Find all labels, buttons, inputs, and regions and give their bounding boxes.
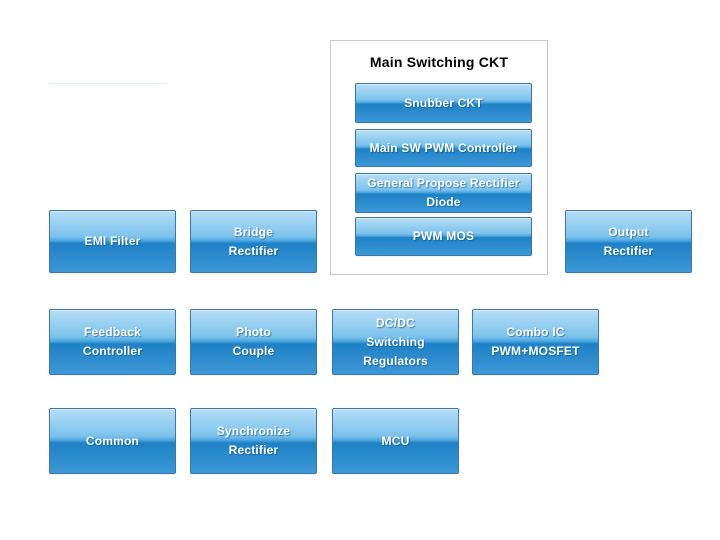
block-label: Snubber CKT: [404, 95, 483, 110]
block-mcu[interactable]: MCU: [332, 408, 459, 474]
block-label: Combo IC PWM+MOSFET: [491, 325, 580, 358]
block-label: PWM MOS: [412, 229, 475, 243]
block-label: Common: [85, 433, 140, 448]
block-dcdc-switching-regulators[interactable]: DC/DC Switching Regulators: [332, 309, 459, 375]
block-label: Synchronize Rectifier: [216, 424, 291, 457]
block-synchronize-rectifier[interactable]: Synchronize Rectifier: [190, 408, 317, 474]
block-emi-filter[interactable]: EMI Filter: [49, 210, 176, 273]
group-title: Main Switching CKT: [369, 54, 509, 70]
block-bridge-rectifier[interactable]: Bridge Rectifier: [190, 210, 317, 273]
block-label: Output Rectifier: [603, 224, 654, 258]
block-output-rectifier[interactable]: Output Rectifier: [565, 210, 692, 273]
block-photo-couple[interactable]: Photo Couple: [190, 309, 317, 375]
block-label: Photo Couple: [232, 325, 275, 358]
block-main-sw-pwm-controller[interactable]: Main SW PWM Controller: [355, 129, 532, 167]
block-combo-ic-pwm-mosfet[interactable]: Combo IC PWM+MOSFET: [472, 309, 599, 375]
block-label: Feedback Controller: [82, 325, 143, 358]
block-label: MCU: [381, 433, 410, 448]
block-pwm-mos[interactable]: PWM MOS: [355, 217, 532, 256]
block-snubber-ckt[interactable]: Snubber CKT: [355, 83, 532, 123]
faint-artifact-line: [49, 83, 167, 84]
block-common[interactable]: Common: [49, 408, 176, 474]
block-general-propose-rectifier-diode[interactable]: General Propose Rectifier Diode: [355, 173, 532, 213]
block-label: DC/DC Switching Regulators: [363, 315, 428, 368]
block-label: EMI Filter: [84, 234, 141, 248]
block-label: Main SW PWM Controller: [369, 140, 518, 155]
block-label: Bridge Rectifier: [228, 224, 279, 258]
block-label: General Propose Rectifier Diode: [367, 176, 520, 209]
block-feedback-controller[interactable]: Feedback Controller: [49, 309, 176, 375]
